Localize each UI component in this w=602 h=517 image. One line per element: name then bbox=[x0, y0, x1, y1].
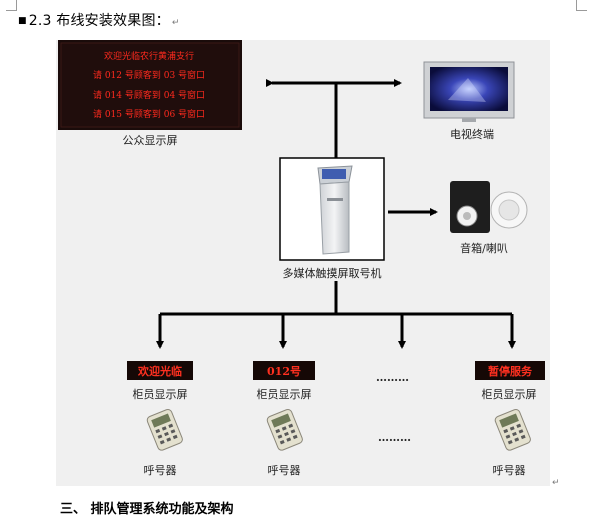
counter-1-display bbox=[127, 361, 193, 380]
counter-4-display-text: 暂停服务 bbox=[488, 364, 533, 378]
installation-diagram-figure: 欢迎光临农行黄浦支行 请 012 号顾客到 03 号窗口 请 014 号顾客到 … bbox=[56, 40, 550, 486]
kiosk-label: 多媒体触摸屏取号机 bbox=[283, 266, 382, 280]
pager-4-label: 呼号器 bbox=[493, 464, 526, 477]
paragraph-mark: ↵ bbox=[171, 18, 180, 28]
pager-2-icon bbox=[266, 408, 303, 451]
installation-diagram: 欢迎光临农行黄浦支行 请 012 号顾客到 03 号窗口 请 014 号顾客到 … bbox=[58, 40, 545, 477]
counter-ellipsis-display: ……… bbox=[376, 371, 409, 384]
public-display-board: 欢迎光临农行黄浦支行 请 012 号顾客到 03 号窗口 请 014 号顾客到 … bbox=[58, 40, 242, 130]
heading-number: 2.3 bbox=[28, 13, 52, 29]
counter-1-label: 柜员显示屏 bbox=[133, 388, 188, 401]
public-display-line-4: 请 015 号顾客到 06 号窗口 bbox=[93, 108, 205, 120]
page-corner-top-right bbox=[576, 0, 587, 11]
kiosk-icon bbox=[317, 165, 353, 255]
pager-1-icon bbox=[146, 408, 183, 451]
counter-4-display bbox=[475, 361, 545, 380]
tv-icon bbox=[423, 61, 515, 122]
public-display-line-3: 请 014 号顾客到 04 号窗口 bbox=[93, 89, 205, 101]
pager-1-label: 呼号器 bbox=[144, 464, 177, 477]
heading-bullet: ■ bbox=[18, 16, 27, 26]
speaker-label: 音箱/喇叭 bbox=[460, 241, 508, 255]
public-display-line-1: 欢迎光临农行黄浦支行 bbox=[104, 50, 194, 62]
public-display-line-2: 请 012 号顾客到 03 号窗口 bbox=[93, 69, 205, 81]
speaker-icon bbox=[450, 181, 528, 233]
counter-4-label: 柜员显示屏 bbox=[482, 388, 537, 401]
page-corner-top-left bbox=[6, 0, 17, 11]
pager-2-label: 呼号器 bbox=[268, 464, 301, 477]
pager-4-icon bbox=[494, 408, 531, 451]
next-section-heading: 三、 排队管理系统功能及架构 bbox=[60, 502, 234, 517]
counter-2-label: 柜员显示屏 bbox=[257, 388, 312, 401]
public-display-label: 公众显示屏 bbox=[123, 134, 178, 147]
counter-2-display bbox=[253, 361, 315, 380]
pager-ellipsis: ……… bbox=[378, 431, 411, 444]
heading-text: 布线安装效果图： bbox=[56, 13, 170, 29]
counter-2-display-text: 012号 bbox=[267, 365, 301, 378]
section-heading: ■2.3 布线安装效果图：↵ bbox=[18, 10, 180, 30]
tv-label: 电视终端 bbox=[450, 127, 494, 141]
counter-1-display-text: 欢迎光临 bbox=[137, 364, 182, 378]
figure-end-mark: ↵ bbox=[552, 478, 560, 488]
